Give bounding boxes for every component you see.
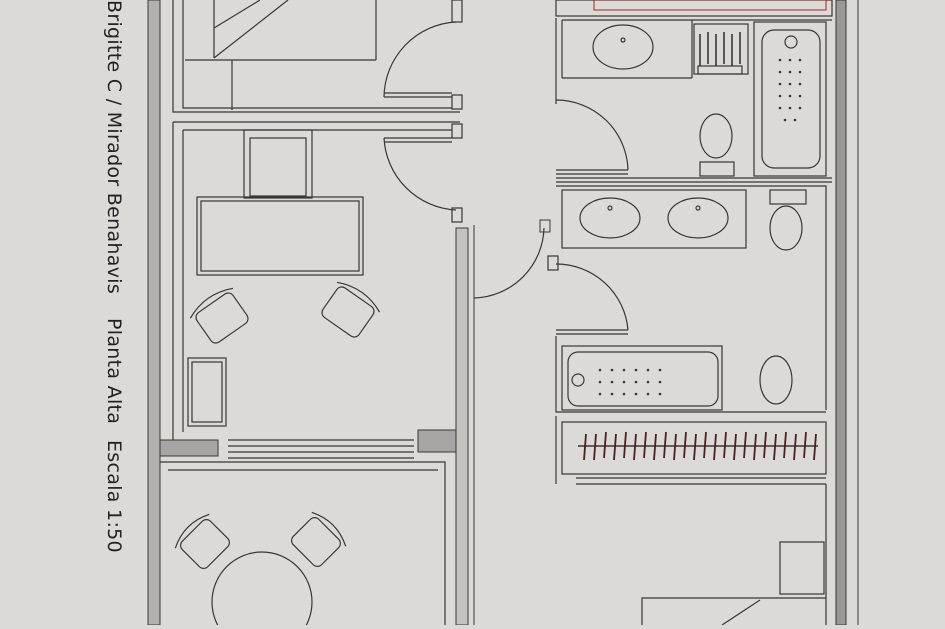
room-study xyxy=(172,121,463,459)
wall-slab-mid xyxy=(417,429,457,453)
wardrobe xyxy=(555,416,827,485)
plan-floor-label: Planta Alta xyxy=(103,318,125,425)
plan-scale-label: Escala 1:50 xyxy=(103,440,125,553)
room-bottom-right xyxy=(641,484,827,626)
corridor-top xyxy=(383,0,463,110)
bathroom-two xyxy=(547,185,827,413)
room-living xyxy=(160,461,446,629)
wall-slab-left xyxy=(159,439,219,457)
outer-wall-left xyxy=(147,0,161,626)
bathroom-one xyxy=(555,0,833,183)
room-top-left xyxy=(172,0,460,113)
plan-title: Brigitte C / Mirador Benahavis xyxy=(103,0,125,295)
